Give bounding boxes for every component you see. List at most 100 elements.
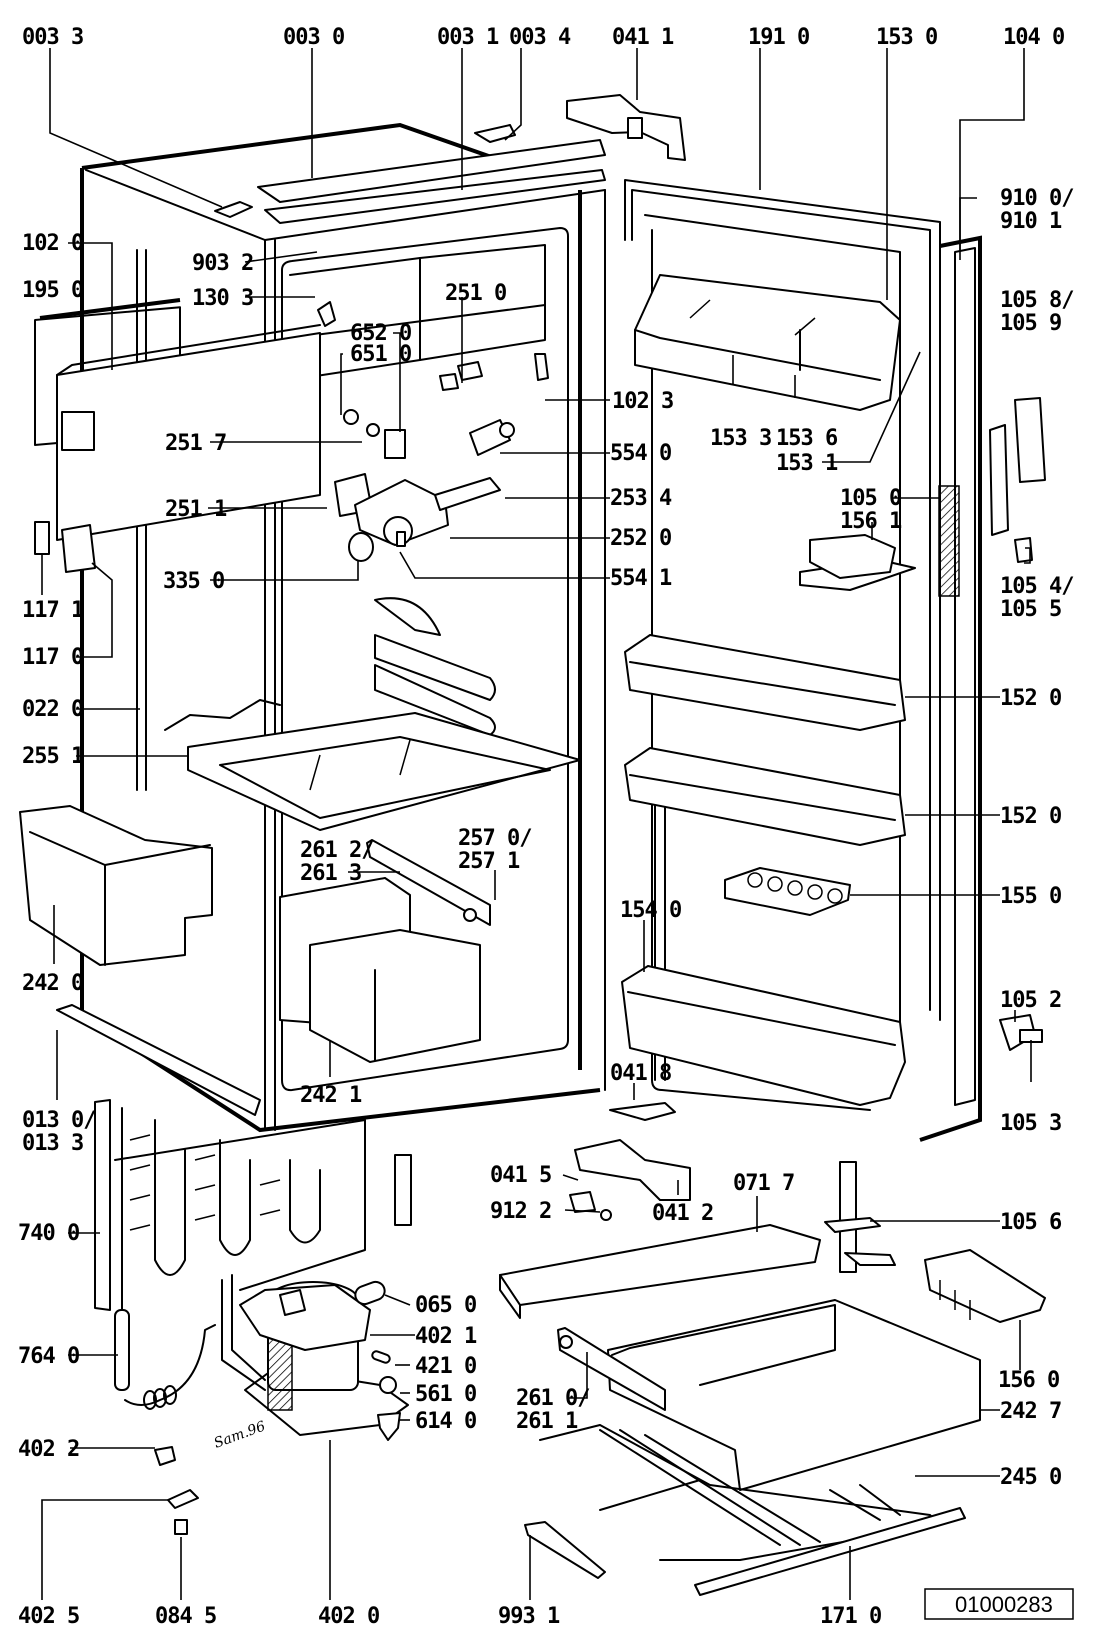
label-261-1: 261 1 [516, 1409, 578, 1434]
label-153-6: 153 6 [776, 426, 838, 451]
label-614-0: 614 0 [415, 1409, 476, 1434]
label-251-1: 251 1 [165, 497, 227, 522]
label-117-1: 117 1 [22, 598, 84, 623]
label-102-0: 102 0 [22, 231, 83, 256]
label-156-1: 156 1 [840, 509, 902, 534]
label-041-8: 041 8 [610, 1061, 671, 1086]
top-rails [214, 124, 606, 224]
label-993-1: 993 1 [498, 1604, 560, 1629]
drawer-rail [557, 1327, 666, 1411]
label-153-0: 153 0 [876, 25, 937, 50]
butter-dish [799, 534, 916, 591]
wire-shelf [539, 1424, 941, 1561]
label-335-0: 335 0 [163, 569, 224, 594]
kick-plate [56, 1004, 261, 1116]
label-402-0: 402 0 [318, 1604, 379, 1629]
ice-scraper [524, 1521, 606, 1579]
label-003-1: 003 1 [437, 25, 499, 50]
label-261-0: 261 0/ [516, 1386, 590, 1411]
freezer-drawer [607, 1299, 981, 1491]
label-402-1: 402 1 [415, 1324, 477, 1349]
document-number: 01000283 [955, 1592, 1053, 1617]
label-084-5: 084 5 [155, 1604, 216, 1629]
label-195-0: 195 0 [22, 278, 83, 303]
condenser [94, 1099, 412, 1311]
label-652-0: 652 0 [350, 321, 411, 346]
label-152-0-lower: 152 0 [1000, 804, 1061, 829]
bottle-bin [621, 965, 906, 1106]
bottom-trim-strip [694, 1507, 966, 1596]
label-105-6: 105 6 [1000, 1210, 1062, 1235]
label-105-9: 105 9 [1000, 311, 1061, 336]
label-740-0: 740 0 [18, 1221, 79, 1246]
label-071-7: 071 7 [733, 1171, 794, 1196]
label-242-0: 242 0 [22, 971, 83, 996]
door-seal-strip [938, 485, 960, 597]
glass-shelf [187, 712, 581, 831]
ice-tray [924, 1249, 1046, 1323]
label-105-8: 105 8/ [1000, 288, 1074, 313]
label-251-7: 251 7 [165, 431, 226, 456]
label-191-0: 191 0 [748, 25, 809, 50]
label-245-0: 245 0 [1000, 1465, 1061, 1490]
label-153-1: 153 1 [776, 451, 838, 476]
crisper-bin-right [279, 877, 481, 1063]
door-hinge-parts [34, 521, 96, 573]
egg-tray [724, 867, 851, 916]
label-261-3: 261 3 [300, 861, 361, 886]
label-041-1: 041 1 [612, 25, 674, 50]
label-242-1: 242 1 [300, 1083, 362, 1108]
label-003-0: 003 0 [283, 25, 344, 50]
label-022-0: 022 0 [22, 697, 83, 722]
crisper-bin-left [19, 805, 213, 966]
label-041-5: 041 5 [490, 1163, 551, 1188]
label-402-2: 402 2 [18, 1437, 79, 1462]
label-651-0: 651 0 [350, 342, 411, 367]
label-105-4: 105 4/ [1000, 574, 1074, 599]
label-421-0: 421 0 [415, 1354, 476, 1379]
label-253-4: 253 4 [610, 486, 672, 511]
door-hinge-right [989, 397, 1046, 1051]
top-hinge [566, 94, 686, 161]
label-105-5: 105 5 [1000, 597, 1061, 622]
draftsman-signature: Sam.96 [212, 1418, 268, 1451]
label-910-1: 910 1 [1000, 209, 1062, 234]
label-402-5: 402 5 [18, 1604, 79, 1629]
base-trim-rail [499, 1224, 821, 1319]
label-261-2: 261 2/ [300, 838, 374, 863]
label-910-0: 910 0/ [1000, 186, 1074, 211]
filter-drier [114, 1107, 216, 1410]
thermostat-assembly [317, 301, 549, 562]
label-554-1: 554 1 [610, 566, 672, 591]
compressor-bracket [239, 1284, 371, 1351]
label-257-1: 257 1 [458, 849, 520, 874]
label-255-1: 255 1 [22, 744, 84, 769]
label-013-0: 013 0/ [22, 1108, 96, 1133]
label-003-3: 003 3 [22, 25, 83, 50]
bottom-hinge [569, 1102, 691, 1221]
label-105-3: 105 3 [1000, 1111, 1061, 1136]
label-152-0-upper: 152 0 [1000, 686, 1061, 711]
label-105-2: 105 2 [1000, 988, 1061, 1013]
part-labels: 003 3 003 0 003 1 003 4 041 1 191 0 153 … [18, 25, 1075, 1629]
label-041-2: 041 2 [652, 1201, 713, 1226]
label-257-0: 257 0/ [458, 826, 532, 851]
door-bin-upper [624, 634, 906, 731]
label-105-0: 105 0 [840, 486, 901, 511]
label-554-0: 554 0 [610, 441, 671, 466]
door-mount-bracket [824, 1161, 896, 1273]
label-155-0: 155 0 [1000, 884, 1061, 909]
label-242-7: 242 7 [1000, 1399, 1061, 1424]
label-102-3: 102 3 [612, 389, 673, 414]
label-561-0: 561 0 [415, 1382, 476, 1407]
label-156-0: 156 0 [998, 1368, 1059, 1393]
leader-lines [41, 48, 1032, 1600]
label-003-4: 003 4 [509, 25, 571, 50]
label-104-0: 104 0 [1003, 25, 1064, 50]
label-130-3: 130 3 [192, 286, 253, 311]
label-013-3: 013 3 [22, 1131, 83, 1156]
label-764-0: 764 0 [18, 1344, 79, 1369]
dairy-compartment [634, 274, 901, 411]
document-number-box: 01000283 [924, 1588, 1074, 1620]
